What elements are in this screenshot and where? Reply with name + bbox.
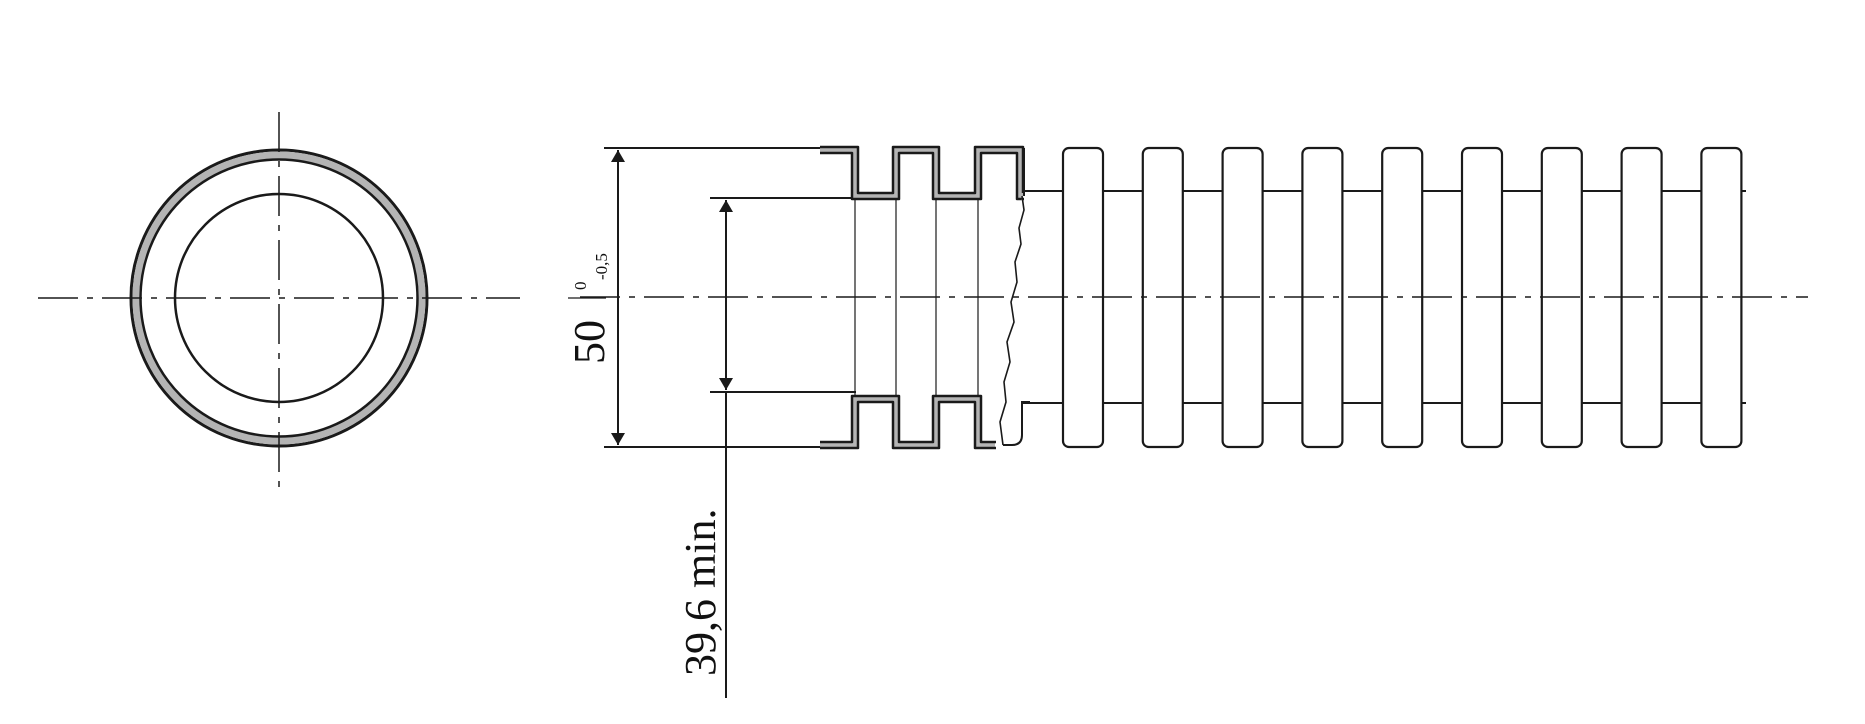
section-wall-bottom-outline [820,400,996,450]
inner-diameter-label: 39,6 min. [676,509,725,676]
break-cut-corrugation [1003,148,1030,446]
break-line [999,195,1025,446]
outer-diameter-label-group: 50 [565,320,614,364]
tolerance-lower: -0,5 [592,253,611,280]
tolerance-upper: 0 [571,282,590,291]
inner-diameter-label-group: 39,6 min. [676,509,725,676]
section-wall-top [820,146,1024,200]
tolerance-lower-group: -0,5 [592,253,611,280]
section-wall-bottom-inner-outline [820,394,996,444]
outer-diameter-label: 50 [565,320,614,364]
section-wall-top-inner-outline [820,151,1024,201]
section-wall-bottom [820,395,995,449]
tolerance-upper-group: 0 [571,282,590,291]
side-view [580,145,1808,698]
section-wall-top-outline [820,145,1025,195]
end-view [38,112,520,490]
